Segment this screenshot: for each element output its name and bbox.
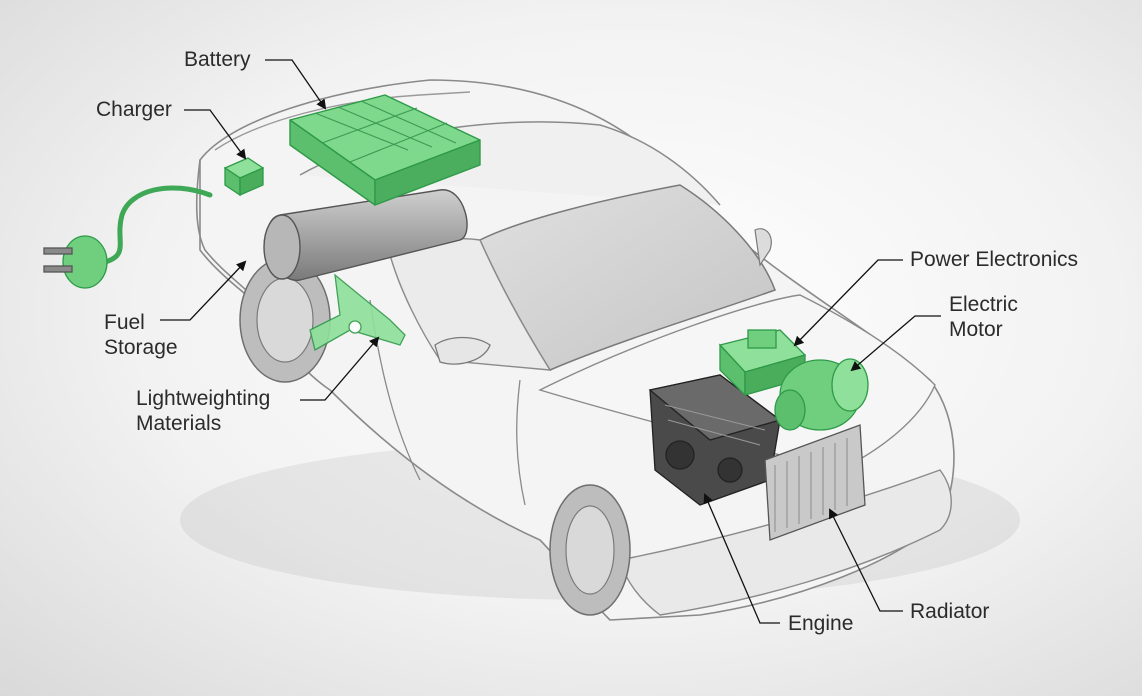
leader-electric-motor [850,315,941,372]
leader-radiator [829,508,903,612]
leader-engine [703,493,780,624]
charger-box [223,157,265,197]
label-radiator: Radiator [910,600,990,623]
label-electric-motor-line1: Electric [949,293,1018,316]
label-lightweighting-materials: Lightweighting Materials [136,386,270,436]
leader-lines [160,59,941,624]
label-fuel-storage: Fuel Storage [104,310,178,360]
leader-charger [184,109,247,160]
leader-fuel-storage [160,260,247,321]
label-power-electronics: Power Electronics [910,248,1079,271]
label-electric-motor: Electric Motor [949,292,1018,342]
label-lightweighting-line1: Lightweighting [136,387,271,410]
leader-power-electronics [793,259,903,347]
battery-pack [289,94,481,206]
radiator [764,424,866,541]
rear-trunk [214,91,471,151]
label-battery: Battery [184,48,251,71]
power-electronics [718,329,807,397]
label-lightweighting-line2: Materials [136,412,222,435]
rear-wheel [239,257,331,383]
leader-battery [265,59,327,110]
c-pillar [754,228,772,267]
electric-motor [774,358,869,431]
lightweighting-part [309,273,406,351]
label-charger: Charger [96,98,172,121]
label-engine: Engine [788,612,854,635]
fuel-storage-tank [263,189,468,281]
label-fuel-storage-line1: Fuel [104,311,145,334]
engine [648,374,782,506]
side-mirror [434,336,491,365]
charging-plug [43,235,108,289]
label-electric-motor-line2: Motor [949,318,1003,341]
charging-cable [102,185,213,265]
label-fuel-storage-line2: Storage [104,336,178,359]
leader-lightweighting [300,336,380,401]
front-wheel [549,484,631,616]
door-line-2 [516,379,526,506]
